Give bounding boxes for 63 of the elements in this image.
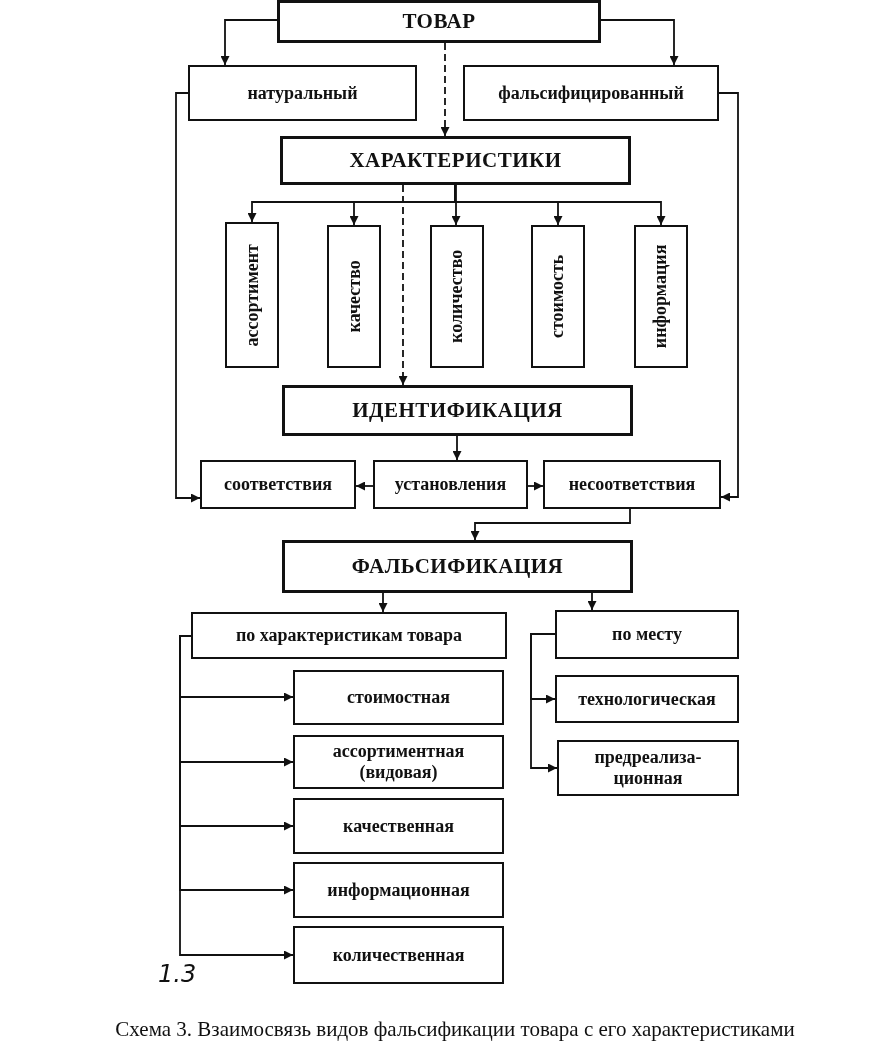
arrow (451, 184, 461, 226)
arrow (175, 92, 201, 503)
node-label: ТОВАР (402, 9, 476, 34)
node-label: количественная (332, 944, 465, 966)
node-label: технологическая (578, 688, 716, 710)
arrow (398, 184, 408, 386)
node-label: качественная (343, 815, 454, 837)
node-label: ассортимент (241, 243, 263, 347)
process-box (531, 225, 585, 368)
figure-number: 1.3 (158, 960, 197, 988)
node-label: несоответствия (568, 474, 696, 495)
heading-box (280, 136, 631, 185)
heading-box (282, 540, 633, 593)
process-box (373, 460, 528, 509)
heading-box (277, 0, 601, 43)
process-box (225, 222, 279, 368)
node-label: количество (446, 249, 468, 344)
node-label: соответствия (224, 474, 332, 495)
node-label: по месту (612, 624, 682, 645)
arrow (179, 635, 294, 960)
process-box (430, 225, 484, 368)
process-box (293, 862, 504, 918)
node-label: ХАРАКТЕРИСТИКИ (349, 148, 562, 173)
arrow (527, 481, 544, 491)
arrow (587, 592, 597, 611)
node-label: ассортиментная (видовая) (331, 741, 466, 783)
process-box (293, 670, 504, 725)
arrow (530, 633, 558, 773)
node-label: установления (394, 474, 507, 495)
caption: Схема 3. Взаимосвязь видов фальсификации товара с его характеристиками (114, 1017, 796, 1042)
node-label: стоимостная (347, 687, 450, 708)
node-label: качество (343, 260, 365, 333)
node-label: информационная (327, 879, 470, 901)
node-label: предреализа- ционная (593, 747, 703, 789)
process-box (463, 65, 719, 121)
node-label: стоимость (547, 254, 569, 339)
process-box (293, 735, 504, 789)
process-box (543, 460, 721, 509)
node-label: ФАЛЬСИФИКАЦИЯ (351, 554, 564, 579)
process-box (555, 610, 739, 659)
process-box (557, 740, 739, 796)
arrow (452, 435, 462, 461)
process-box (327, 225, 381, 368)
arrow (600, 19, 679, 66)
node-label: натуральный (247, 82, 358, 104)
process-box (634, 225, 688, 368)
node-label: фальсифицированный (498, 82, 684, 104)
heading-box (282, 385, 633, 436)
process-box (555, 675, 739, 723)
arrow (470, 508, 631, 541)
arrow (220, 19, 278, 66)
arrow (378, 592, 388, 613)
node-label: ИДЕНТИФИКАЦИЯ (352, 398, 563, 423)
arrow (440, 42, 450, 137)
process-box (188, 65, 417, 121)
process-box (293, 926, 504, 984)
arrow (718, 92, 739, 502)
arrow (355, 481, 374, 491)
node-label: информация (650, 244, 672, 349)
process-box (191, 612, 507, 659)
node-label: по характеристикам товара (235, 625, 463, 646)
process-box (293, 798, 504, 854)
process-box (200, 460, 356, 509)
